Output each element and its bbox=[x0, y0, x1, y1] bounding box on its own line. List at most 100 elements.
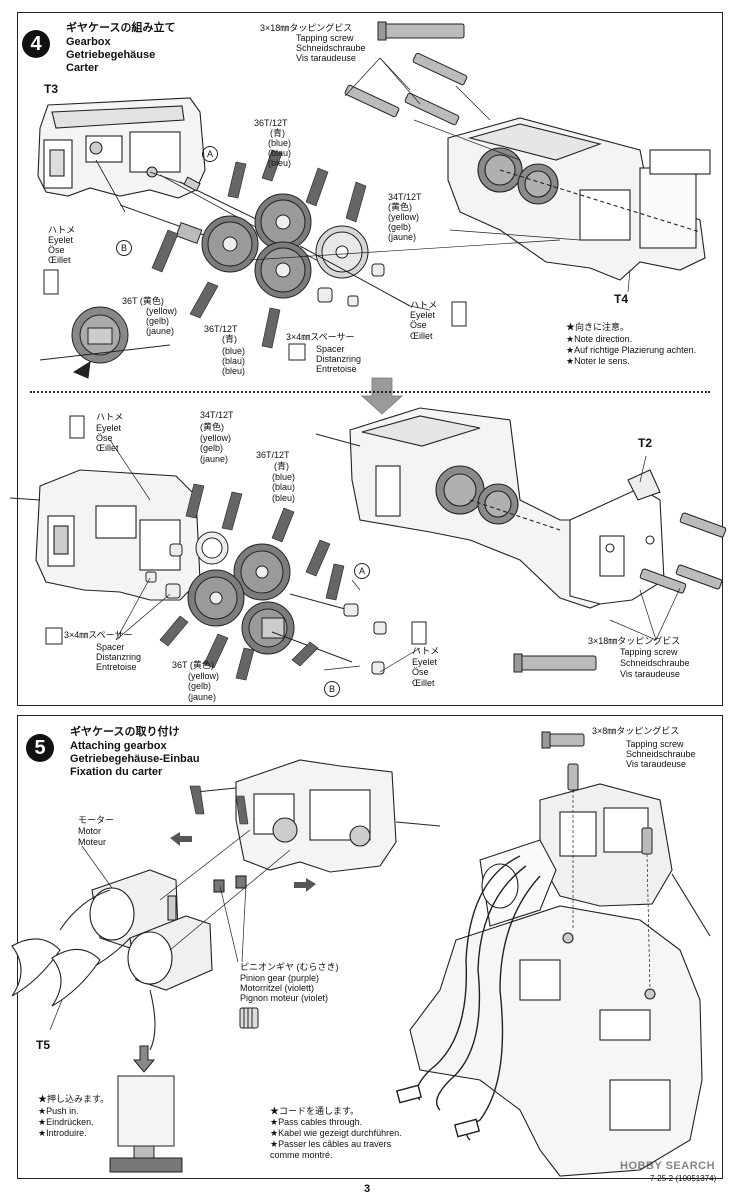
lower-eyelet-b-en: Eyelet bbox=[412, 657, 438, 667]
lower-gear-36t-name: 36T (黄色) bbox=[172, 660, 214, 670]
lower-label-b: B bbox=[324, 681, 340, 697]
gear-blue-de: (blau) bbox=[268, 148, 292, 158]
gear-36t-de: (gelb) bbox=[146, 316, 170, 326]
gearbox-housing-t3 bbox=[37, 97, 206, 199]
gear-yellow-de: (gelb) bbox=[388, 222, 412, 232]
motor-holder-t5 bbox=[11, 938, 101, 1007]
lower-spacer-de: Distanzring bbox=[96, 652, 142, 662]
pointer-bars-lower bbox=[159, 483, 345, 681]
lower-screw-ja: 3×18㎜タッピングビス bbox=[588, 636, 681, 646]
spacer-en: Spacer bbox=[316, 344, 345, 354]
lower-spacer-fr: Entretoise bbox=[96, 662, 137, 672]
page-number: 3 bbox=[364, 1183, 371, 1195]
label-t2: T2 bbox=[638, 436, 653, 450]
lower-eyelet-fr: Œillet bbox=[96, 443, 119, 453]
doc-code: 7-25-2 (10051374) bbox=[650, 1174, 717, 1183]
lower-gear-blue-de: (blau) bbox=[272, 482, 296, 492]
step5-screw-en: Tapping screw bbox=[626, 739, 684, 749]
gear-36t-fr: (jaune) bbox=[146, 326, 175, 336]
push-en: ★Push in. bbox=[38, 1106, 79, 1116]
screw-label-fr: Vis taraudeuse bbox=[296, 53, 356, 63]
cables-fr1: ★Passer les câbles au travers bbox=[270, 1139, 392, 1149]
assembled-gearbox-lower-right bbox=[315, 407, 627, 609]
push-ja: ★押し込みます。 bbox=[38, 1094, 110, 1104]
eyelet-ja: ハトメ bbox=[48, 225, 76, 235]
pointer-bars bbox=[151, 149, 367, 349]
cables-ja: ★コードを通します。 bbox=[270, 1106, 360, 1116]
step5-title-fr: Fixation du carter bbox=[70, 766, 163, 778]
axle-b bbox=[119, 204, 219, 244]
gear-yellow-ja: (黄色) bbox=[388, 202, 412, 212]
lower-gear-blue-fr: (bleu) bbox=[272, 493, 296, 503]
lower-screw-fr: Vis taraudeuse bbox=[620, 669, 680, 679]
lower-gear-blue-name: 36T/12T bbox=[256, 450, 290, 460]
step5-title-ja: ギヤケースの取り付け bbox=[70, 726, 180, 738]
lower-eyelet-b-ja: ハトメ bbox=[412, 646, 440, 656]
gear-blue-ja: (青) bbox=[270, 128, 285, 138]
label-b: B bbox=[116, 240, 132, 256]
gear-36t-en: (yellow) bbox=[146, 306, 178, 316]
screw-label-en: Tapping screw bbox=[296, 33, 354, 43]
lower-eyelet-de: Öse bbox=[96, 433, 113, 443]
lower-spacer-ja: 3×4㎜スペーサー bbox=[64, 630, 133, 640]
eyelet-de: Öse bbox=[48, 245, 65, 255]
gear-yellow-en: (yellow) bbox=[388, 212, 420, 222]
axle-a bbox=[179, 176, 263, 223]
assembled-gearbox-right bbox=[447, 117, 711, 281]
screw-label-ja: 3×18㎜タッピングビス bbox=[260, 23, 353, 33]
gear-yellow-fr: (jaune) bbox=[388, 232, 417, 242]
chassis-assembly bbox=[409, 905, 703, 1177]
tapping-screws-step5 bbox=[541, 731, 653, 855]
eyelet-right-en: Eyelet bbox=[410, 310, 436, 320]
step5-title-en: Attaching gearbox bbox=[70, 740, 167, 752]
gear-blue-b-fr: (bleu) bbox=[222, 366, 246, 376]
step-separator bbox=[30, 391, 710, 393]
cables-en: ★Pass cables through. bbox=[270, 1117, 363, 1127]
step5-number: 5 bbox=[26, 734, 54, 762]
note-ja: ★向きに注意。 bbox=[566, 322, 630, 332]
gears-upper bbox=[201, 193, 411, 307]
lower-label-a: A bbox=[354, 563, 370, 579]
lower-gear-36t-de: (gelb) bbox=[188, 681, 212, 691]
pinion-gear-icon bbox=[239, 1007, 259, 1029]
gear-blue-name: 36T/12T bbox=[254, 118, 288, 128]
lower-spacer-en: Spacer bbox=[96, 642, 125, 652]
lower-eyelet-b-de: Öse bbox=[412, 667, 429, 677]
step-title-fr: Carter bbox=[66, 62, 99, 74]
pinion-ja: ピニオンギヤ (むらさき) bbox=[240, 962, 339, 972]
lower-gear-blue-ja: (青) bbox=[274, 461, 289, 471]
push-de: ★Eindrücken. bbox=[38, 1117, 94, 1127]
tapping-screws-top bbox=[344, 21, 468, 126]
step-title-ja: ギヤケースの組み立て bbox=[66, 22, 176, 34]
gear-blue-b-name: 36T/12T bbox=[204, 324, 238, 334]
gear-blue-fr: (bleu) bbox=[268, 158, 292, 168]
lower-gear-36t-fr: (jaune) bbox=[188, 692, 217, 702]
lower-eyelet-b-fr: Œillet bbox=[412, 678, 435, 688]
note-fr: ★Noter le sens. bbox=[566, 356, 630, 366]
label-a: A bbox=[202, 146, 218, 162]
pinion-fr: Pignon moteur (violet) bbox=[240, 993, 329, 1003]
label-t4: T4 bbox=[614, 292, 629, 306]
lower-screw-en: Tapping screw bbox=[620, 647, 678, 657]
lower-gear-yellow-fr: (jaune) bbox=[200, 454, 229, 464]
pinion-de: Motorritzel (violett) bbox=[240, 983, 315, 993]
lower-eyelet-en: Eyelet bbox=[96, 423, 122, 433]
gear-blue-b-de: (blau) bbox=[222, 356, 246, 366]
lower-screw-de: Schneidschraube bbox=[620, 658, 690, 668]
pinion-en: Pinion gear (purple) bbox=[240, 973, 320, 983]
gear-blue-b-ja: (青) bbox=[222, 334, 237, 344]
push-in-diagram bbox=[109, 1045, 183, 1173]
eyelet-right-fr: Œillet bbox=[410, 331, 433, 341]
label-t3: T3 bbox=[44, 82, 59, 96]
motor-cables bbox=[395, 855, 541, 1141]
eyelet-right-ja: ハトメ bbox=[410, 300, 438, 310]
lower-gear-yellow-ja: (黄色) bbox=[200, 422, 224, 432]
lower-eyelet-ja: ハトメ bbox=[96, 412, 124, 422]
eyelet-right-de: Öse bbox=[410, 320, 427, 330]
step-number: 4 bbox=[22, 30, 50, 58]
gear-blue-b-en: (blue) bbox=[222, 346, 246, 356]
cables-fr2: comme montré. bbox=[270, 1150, 333, 1160]
motors bbox=[59, 869, 247, 1051]
